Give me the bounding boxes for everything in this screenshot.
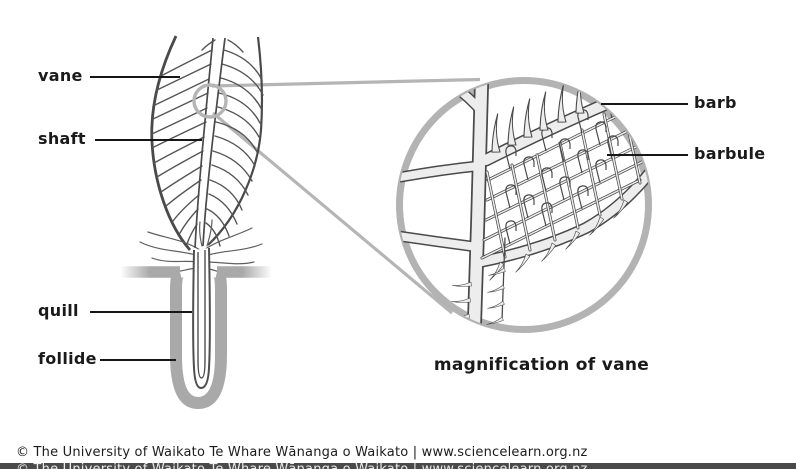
feather-illustration	[139, 35, 264, 277]
quill-illustration	[192, 247, 211, 390]
follicle-tube	[170, 266, 227, 410]
feather-shaft-lines	[194, 37, 226, 249]
feather-hatching	[151, 39, 264, 247]
footer-bar-text: © The University of Waikato Te Whare Wān…	[0, 463, 796, 469]
follicle-illustration	[121, 266, 272, 410]
magnification-circle	[396, 77, 652, 333]
barbule-pointer-line	[607, 154, 688, 156]
vane-pointer-line	[90, 76, 180, 78]
magnified-vane-structure	[398, 79, 650, 338]
label-follide: follide	[38, 349, 97, 368]
barb-pointer-line	[601, 103, 688, 105]
follide-pointer-line	[100, 359, 176, 361]
magnification-caption: magnification of vane	[433, 355, 650, 375]
magnifier-small-circle	[192, 83, 228, 119]
barbule-mesh-lines	[480, 110, 650, 260]
label-quill: quill	[38, 301, 79, 320]
quill-pointer-line	[90, 311, 192, 313]
footer-bar: © The University of Waikato Te Whare Wān…	[0, 463, 796, 469]
shaft-pointer-line	[95, 139, 202, 141]
label-barbule: barbule	[694, 144, 766, 163]
label-shaft: shaft	[38, 129, 86, 148]
label-vane: vane	[38, 66, 83, 85]
footer-credit: © The University of Waikato Te Whare Wān…	[16, 445, 588, 460]
barbule-cross-lines	[485, 99, 642, 321]
label-barb: barb	[694, 93, 737, 112]
feather-vane-outline	[150, 35, 264, 251]
